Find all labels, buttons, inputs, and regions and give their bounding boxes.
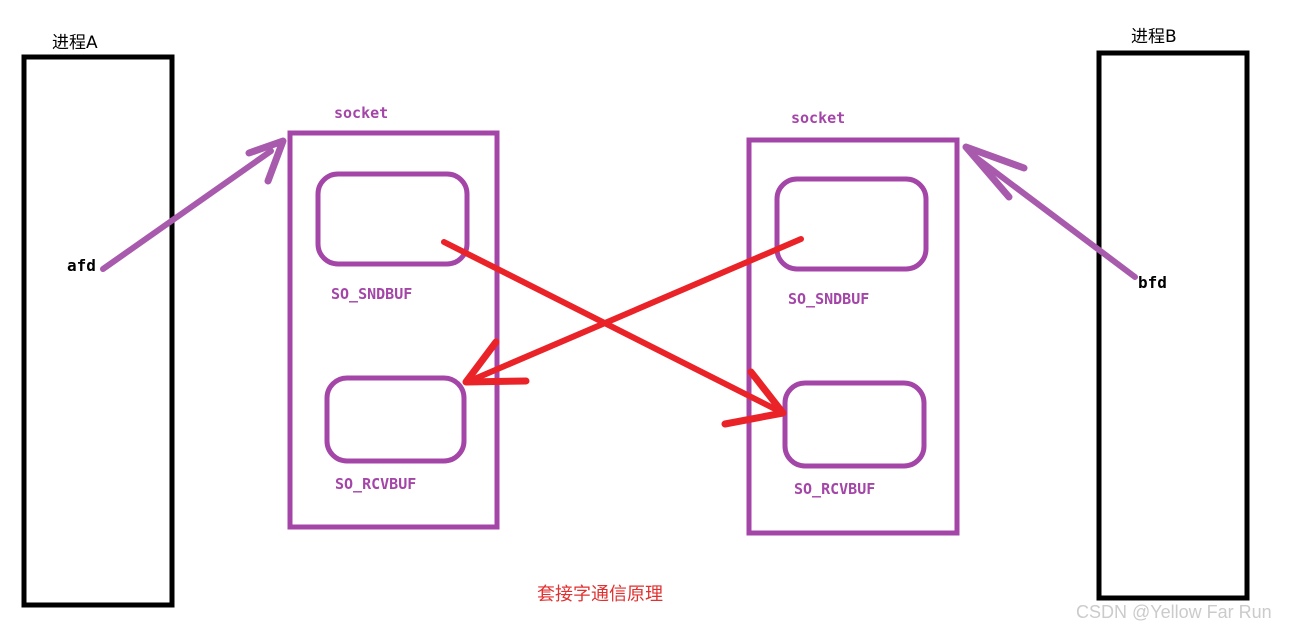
- red-arrowhead-left-icon: [462, 338, 530, 386]
- red-arrow-right-to-left-shaft: [469, 236, 804, 383]
- sndbuf-b-to-rcvbuf-a-arrow: [462, 236, 804, 386]
- bfd-arrowhead-icon: [962, 143, 1028, 201]
- socket-right-rcvbuf-box: [782, 380, 927, 469]
- afd-arrow-shaft: [100, 148, 274, 272]
- process-a-box: [21, 54, 175, 608]
- diagram-title: 套接字通信原理: [537, 584, 663, 605]
- bfd-label: bfd: [1138, 273, 1167, 292]
- bfd-arrow-shaft: [971, 153, 1138, 280]
- process-b-label: 进程B: [1131, 27, 1177, 47]
- socket-right-label: socket: [791, 109, 845, 127]
- red-arrowhead-right-icon: [721, 368, 787, 428]
- socket-left-sndbuf-box: [315, 171, 470, 267]
- process-b-box: [1096, 50, 1250, 601]
- bfd-to-socket-arrow: [962, 143, 1138, 280]
- socket-left-sndbuf-label: SO_SNDBUF: [331, 285, 412, 303]
- socket-left-rcvbuf-box: [324, 375, 467, 464]
- socket-left-label: socket: [334, 104, 388, 122]
- process-a-label: 进程A: [52, 33, 98, 53]
- red-arrow-left-to-right-shaft: [441, 239, 780, 413]
- afd-label: afd: [67, 256, 96, 275]
- socket-left-box: [287, 130, 500, 530]
- socket-right-sndbuf-label: SO_SNDBUF: [788, 290, 869, 308]
- socket-right-box: [746, 137, 960, 536]
- afd-arrowhead-icon: [245, 137, 287, 185]
- afd-to-socket-arrow: [100, 137, 287, 272]
- socket-right-rcvbuf-label: SO_RCVBUF: [794, 480, 875, 498]
- watermark: CSDN @Yellow Far Run: [1076, 602, 1272, 622]
- socket-right-sndbuf-box: [774, 176, 929, 272]
- sndbuf-a-to-rcvbuf-b-arrow: [441, 239, 787, 428]
- socket-left-rcvbuf-label: SO_RCVBUF: [335, 475, 416, 493]
